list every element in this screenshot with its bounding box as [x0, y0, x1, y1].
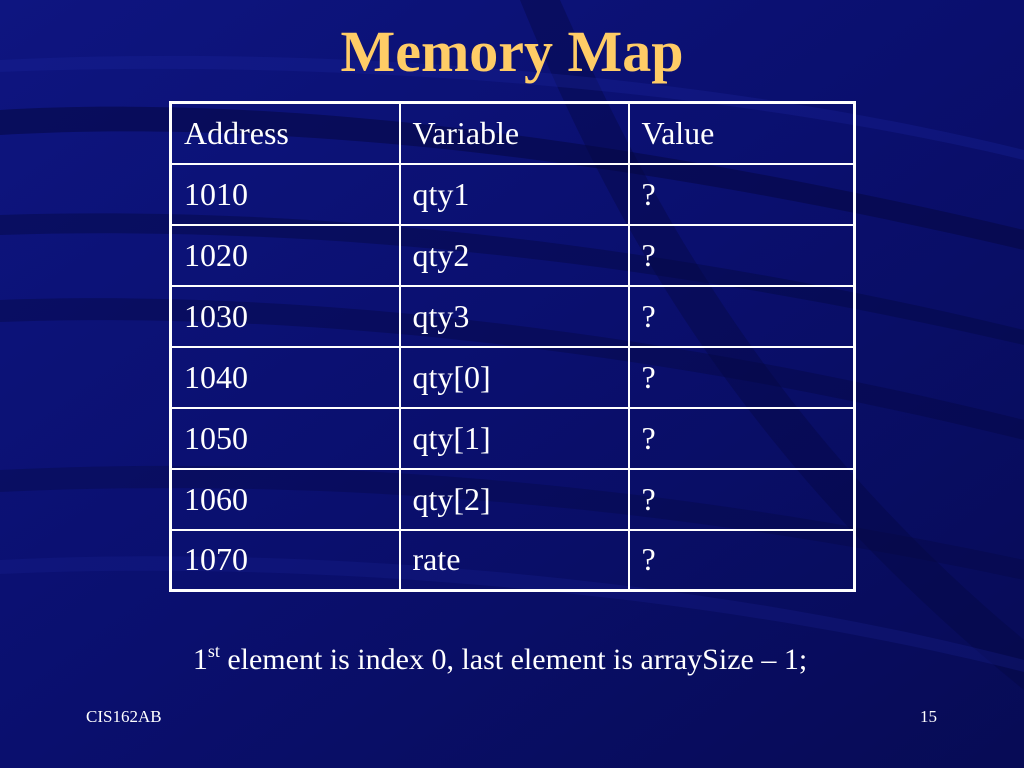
table-row: 1060 qty[2] ?	[169, 467, 856, 531]
cell-address: 1040	[169, 345, 401, 409]
cell-value: ?	[627, 223, 856, 287]
cell-variable: qty[2]	[398, 467, 630, 531]
cell-address: 1050	[169, 406, 401, 470]
cell-variable: qty[1]	[398, 406, 630, 470]
cell-value: ?	[627, 467, 856, 531]
table-row: 1020 qty2 ?	[169, 223, 856, 287]
cell-value: ?	[627, 406, 856, 470]
cell-address: 1070	[169, 528, 401, 592]
table-row: 1030 qty3 ?	[169, 284, 856, 348]
array-index-note: 1st element is index 0, last element is …	[0, 640, 1000, 680]
footer-page-number: 15	[920, 707, 937, 726]
note-ordinal-suffix: st	[207, 641, 220, 661]
cell-address: 1060	[169, 467, 401, 531]
header-variable: Variable	[398, 101, 630, 165]
table-row: 1010 qty1 ?	[169, 162, 856, 226]
note-ordinal-number: 1	[192, 643, 208, 676]
slide-title: Memory Map	[340, 19, 684, 84]
cell-variable: qty2	[398, 223, 630, 287]
cell-address: 1020	[169, 223, 401, 287]
cell-value: ?	[627, 284, 856, 348]
cell-address: 1010	[169, 162, 401, 226]
table-row: 1070 rate ?	[169, 528, 856, 592]
header-value: Value	[627, 101, 856, 165]
cell-value: ?	[627, 528, 856, 592]
table-body: Address Variable Value 1010 qty1 ? 1020 …	[169, 101, 856, 592]
cell-variable: qty3	[398, 284, 630, 348]
table-row: 1040 qty[0] ?	[169, 345, 856, 409]
cell-value: ?	[627, 162, 856, 226]
cell-variable: rate	[398, 528, 630, 592]
table-row: 1050 qty[1] ?	[169, 406, 856, 470]
cell-variable: qty1	[398, 162, 630, 226]
table-header-row: Address Variable Value	[169, 101, 856, 165]
cell-address: 1030	[169, 284, 401, 348]
note-text: element is index 0, last element is arra…	[219, 643, 808, 676]
cell-variable: qty[0]	[398, 345, 630, 409]
footer-course-code: CIS162AB	[86, 707, 162, 726]
memory-map-table: Address Variable Value 1010 qty1 ? 1020 …	[169, 101, 856, 592]
cell-value: ?	[627, 345, 856, 409]
header-address: Address	[169, 101, 401, 165]
